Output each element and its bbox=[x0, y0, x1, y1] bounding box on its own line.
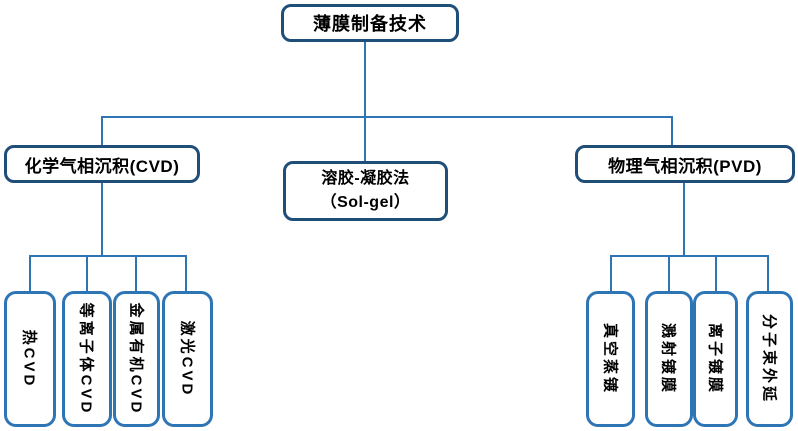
node-thermal-cvd: 热CVD bbox=[4, 291, 56, 427]
connector-line bbox=[715, 255, 717, 293]
node-molecular-beam-epitaxy: 分子束外延 bbox=[746, 291, 793, 427]
node-pvd: 物理气相沉积(PVD) bbox=[575, 145, 795, 183]
node-laser-cvd-label: 激光CVD bbox=[178, 320, 195, 398]
node-cvd-label: 化学气相沉积(CVD) bbox=[24, 156, 180, 176]
connector-line bbox=[86, 255, 88, 293]
node-cvd: 化学气相沉积(CVD) bbox=[4, 145, 200, 183]
node-root-label: 薄膜制备技术 bbox=[313, 14, 427, 34]
connector-line bbox=[185, 255, 187, 293]
connector-line bbox=[610, 255, 612, 293]
connector-line bbox=[683, 183, 685, 257]
connector-line bbox=[610, 255, 769, 257]
node-molecular-beam-epitaxy-label: 分子束外延 bbox=[760, 313, 777, 405]
connector-line bbox=[135, 255, 137, 293]
node-solgel: 溶胶-凝胶法 （Sol-gel） bbox=[283, 161, 448, 221]
connector-line bbox=[101, 116, 103, 147]
node-thermal-cvd-label: 热CVD bbox=[20, 329, 38, 389]
connector-line bbox=[101, 183, 103, 257]
node-sputter-coating: 溅射镀膜 bbox=[645, 291, 693, 427]
node-sputter-coating-label: 溅射镀膜 bbox=[659, 322, 677, 396]
connector-line bbox=[29, 255, 31, 293]
connector-line bbox=[29, 255, 187, 257]
node-vacuum-evaporation: 真空蒸镀 bbox=[586, 291, 635, 427]
node-plasma-cvd-label: 等离子体CVD bbox=[77, 302, 95, 416]
node-solgel-label-line2: （Sol-gel） bbox=[320, 194, 411, 211]
connector-line bbox=[671, 116, 673, 147]
connector-line bbox=[767, 255, 769, 293]
node-vacuum-evaporation-label: 真空蒸镀 bbox=[601, 322, 618, 396]
node-metal-organic-cvd: 金属有机CVD bbox=[113, 291, 160, 427]
connector-line bbox=[101, 116, 673, 118]
connector-line bbox=[668, 255, 670, 293]
node-pvd-label: 物理气相沉积(PVD) bbox=[608, 156, 762, 176]
node-ion-plating: 离子镀膜 bbox=[693, 291, 738, 427]
connector-line bbox=[364, 42, 366, 117]
node-root-thin-film-preparation: 薄膜制备技术 bbox=[281, 4, 459, 42]
node-plasma-cvd: 等离子体CVD bbox=[62, 291, 112, 427]
node-solgel-label-line1: 溶胶-凝胶法 bbox=[321, 170, 410, 187]
node-laser-cvd: 激光CVD bbox=[162, 291, 213, 427]
node-metal-organic-cvd-label: 金属有机CVD bbox=[127, 302, 144, 416]
node-ion-plating-label: 离子镀膜 bbox=[706, 322, 723, 396]
connector-line bbox=[364, 116, 366, 163]
